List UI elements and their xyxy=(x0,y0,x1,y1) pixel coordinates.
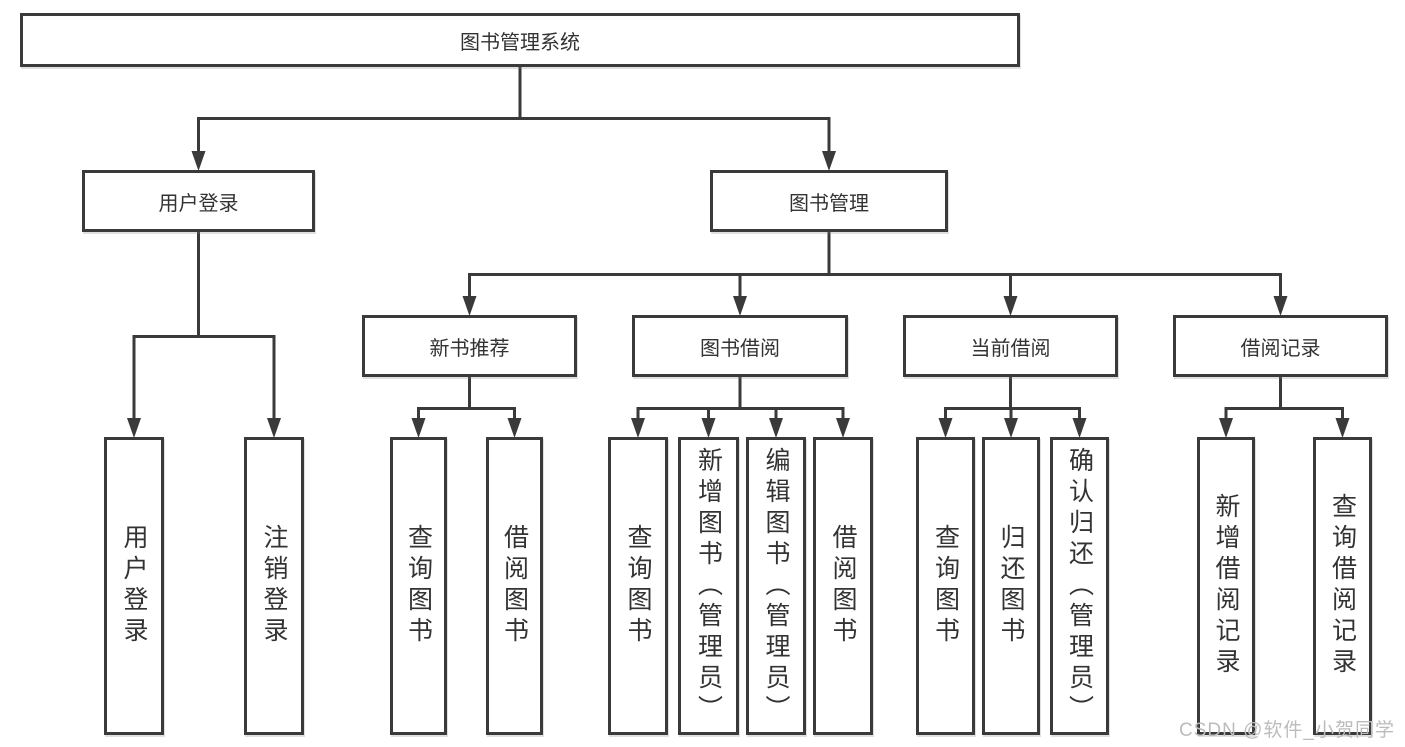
node-user-login-label: 用户登录 xyxy=(158,192,239,215)
leaf-user-login: 用户登录 xyxy=(104,437,164,735)
node-book-management: 图书管理 xyxy=(710,170,948,232)
leaf-bb-borrow-books: 借阅图书 xyxy=(813,437,873,735)
node-new-book-recommend-label: 新书推荐 xyxy=(429,337,510,360)
node-book-borrowing-label: 图书借阅 xyxy=(700,337,780,360)
leaf-nb-borrow-books-label: 借阅图书 xyxy=(500,524,529,648)
leaf-br-add-record: 新增借阅记录 xyxy=(1197,437,1255,735)
leaf-logout: 注销登录 xyxy=(244,437,304,735)
leaf-nb-borrow-books: 借阅图书 xyxy=(486,437,543,735)
leaf-logout-label: 注销登录 xyxy=(260,524,288,648)
csdn-watermark: CSDN @软件_小贺同学 xyxy=(1179,720,1395,741)
leaf-bb-edit-books-admin: 编辑图书（管理员） xyxy=(746,437,806,735)
leaf-user-login-label: 用户登录 xyxy=(120,524,148,648)
leaf-bb-add-books-admin: 新增图书（管理员） xyxy=(678,437,739,735)
leaf-br-query-record: 查询借阅记录 xyxy=(1313,437,1372,735)
node-new-book-recommend: 新书推荐 xyxy=(362,315,577,377)
leaf-br-add-record-label: 新增借阅记录 xyxy=(1212,493,1240,679)
node-current-borrowing-label: 当前借阅 xyxy=(970,337,1051,360)
node-book-borrowing: 图书借阅 xyxy=(632,315,848,377)
leaf-cb-query-books-label: 查询图书 xyxy=(931,524,960,648)
leaf-br-query-record-label: 查询借阅记录 xyxy=(1328,493,1357,679)
leaf-bb-borrow-books-label: 借阅图书 xyxy=(829,524,857,648)
leaf-nb-query-books: 查询图书 xyxy=(390,437,447,735)
leaf-cb-return-books: 归还图书 xyxy=(982,437,1040,735)
node-user-login: 用户登录 xyxy=(82,170,315,232)
node-borrow-records: 借阅记录 xyxy=(1173,315,1388,377)
node-book-management-label: 图书管理 xyxy=(789,192,869,215)
arrowheads xyxy=(127,151,1350,438)
leaf-bb-add-books-admin-label: 新增图书（管理员） xyxy=(694,446,723,726)
node-root-label: 图书管理系统 xyxy=(460,31,580,54)
node-borrow-records-label: 借阅记录 xyxy=(1240,337,1321,360)
leaf-bb-edit-books-admin-label: 编辑图书（管理员） xyxy=(762,446,790,726)
node-current-borrowing: 当前借阅 xyxy=(903,315,1118,377)
leaf-cb-confirm-return-admin-label: 确认归还（管理员） xyxy=(1065,446,1094,726)
leaf-bb-query-books-label: 查询图书 xyxy=(624,524,652,648)
leaf-nb-query-books-label: 查询图书 xyxy=(404,524,433,648)
leaf-bb-query-books: 查询图书 xyxy=(608,437,668,735)
node-root-system: 图书管理系统 xyxy=(20,13,1020,67)
leaf-cb-return-books-label: 归还图书 xyxy=(997,524,1025,648)
leaf-cb-query-books: 查询图书 xyxy=(916,437,975,735)
leaf-cb-confirm-return-admin: 确认归还（管理员） xyxy=(1050,437,1109,735)
